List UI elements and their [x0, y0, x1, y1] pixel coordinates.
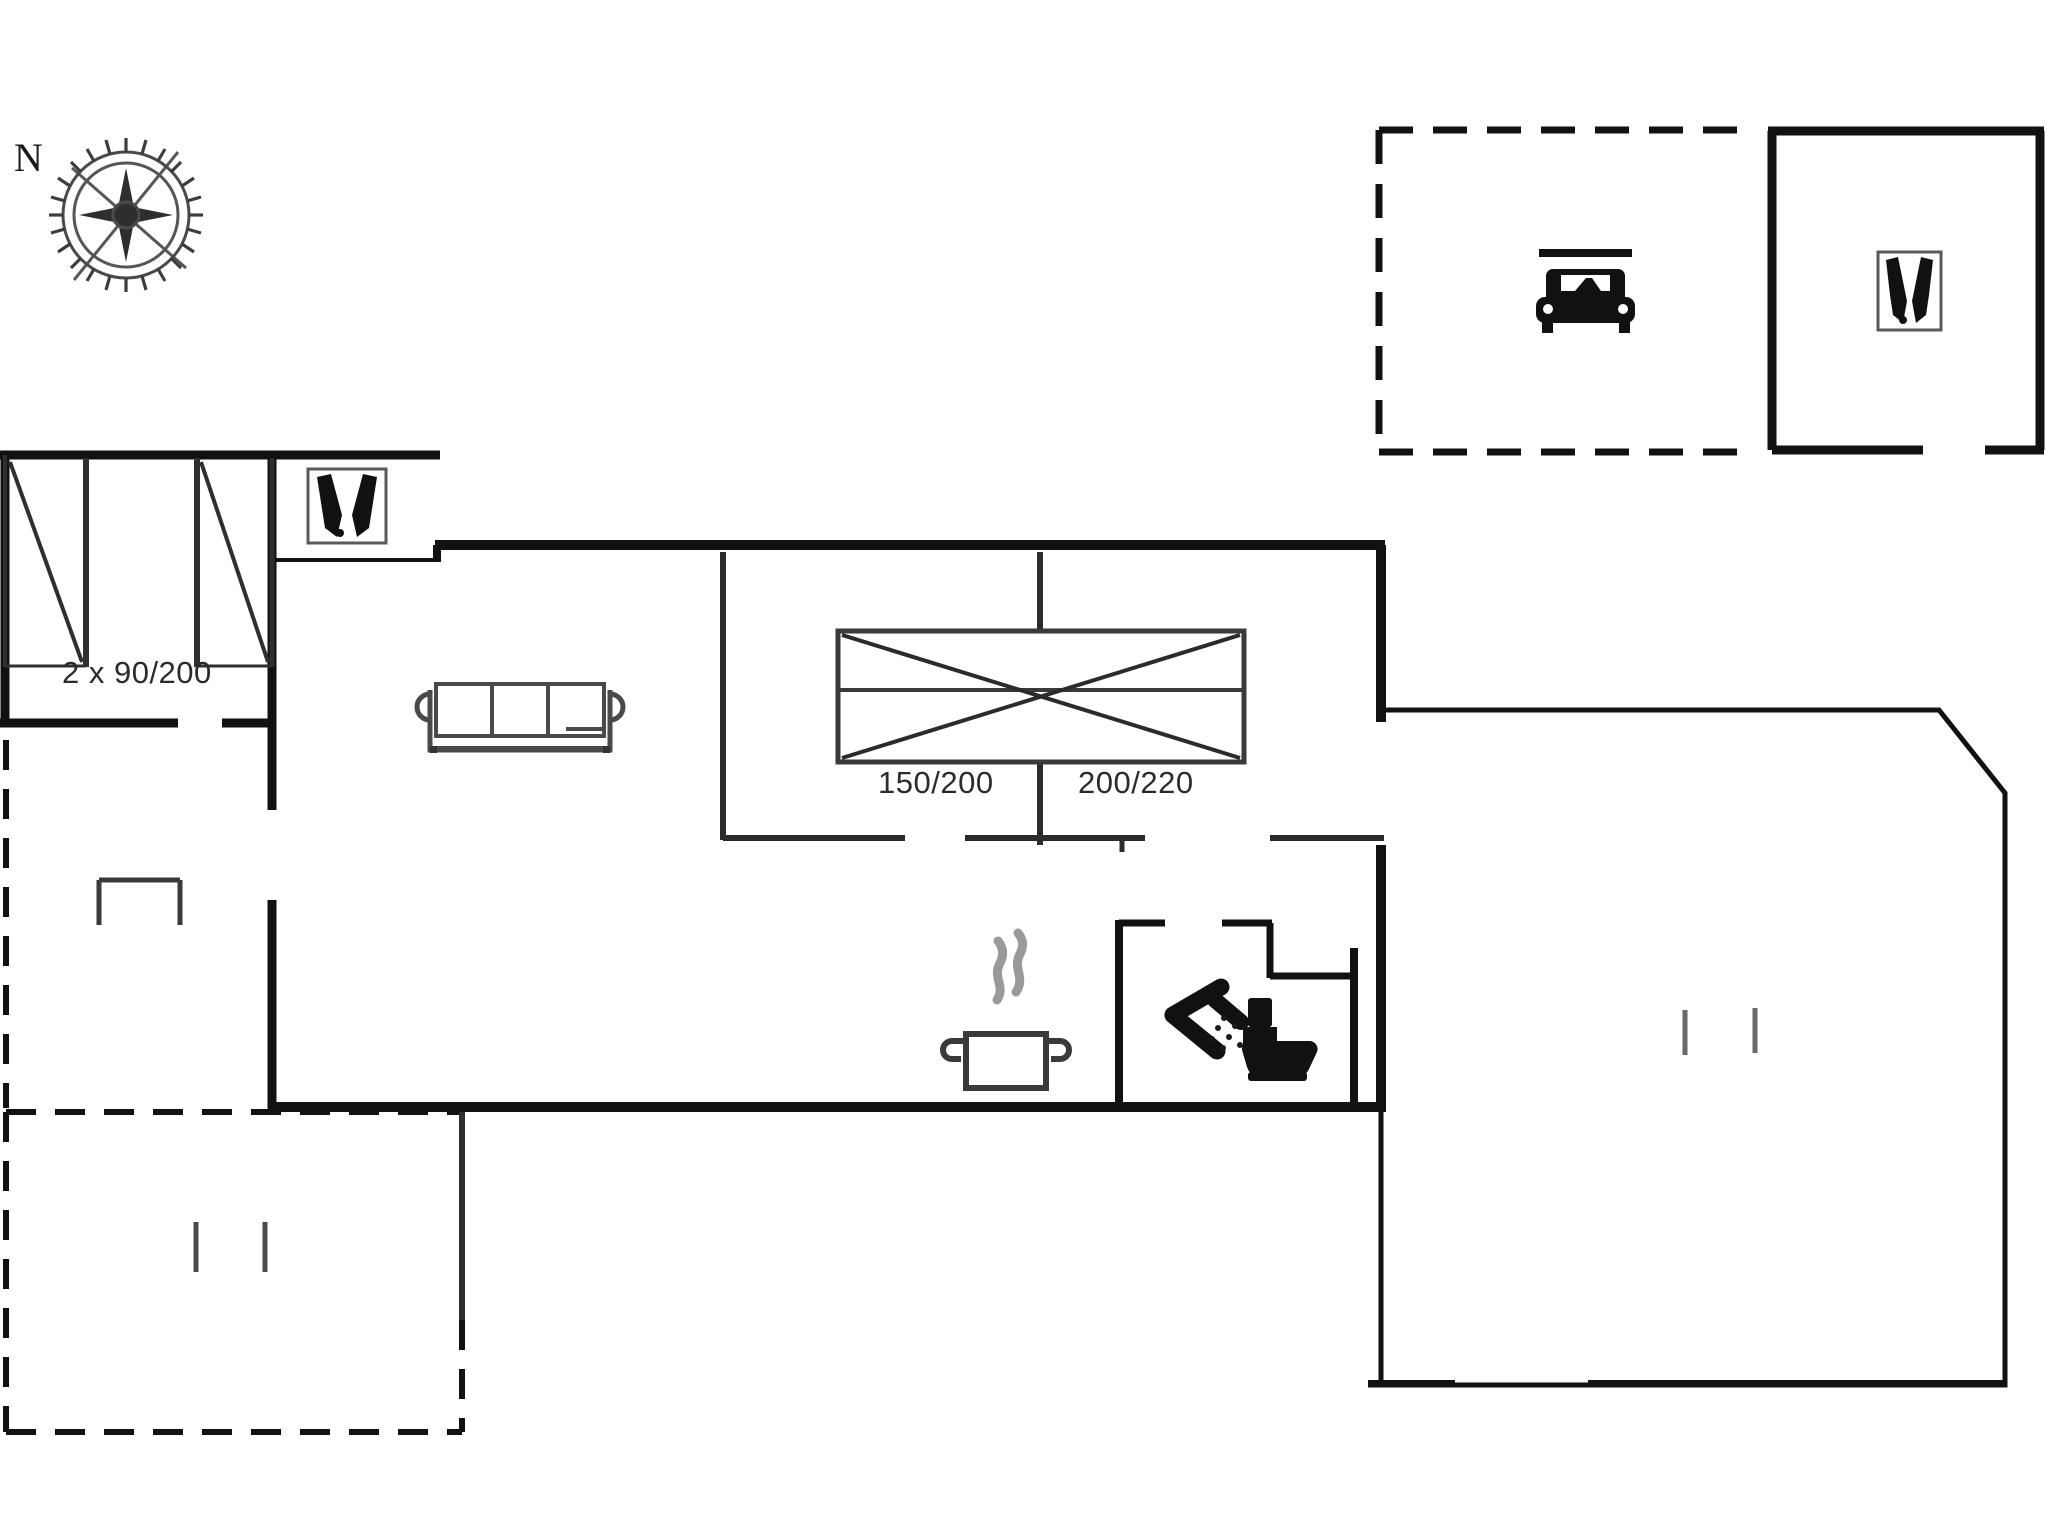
bedroom-left-interior [3, 455, 275, 668]
washbasin-icon-hall [306, 467, 388, 545]
terrace-bottom-left-step-marks [193, 1222, 268, 1272]
toilet-icon [1241, 998, 1318, 1081]
bed-right-dimension-label: 200/220 [1078, 765, 1194, 800]
sofa-icon [414, 682, 626, 753]
bed-icon-double [835, 628, 1247, 765]
bed-icon-single-1 [8, 461, 84, 663]
bunk-bed-dimension-label: 2 x 90/200 [62, 655, 212, 690]
compass-rose-icon [49, 138, 203, 292]
bedroom-center-walls [720, 552, 1384, 852]
washbasin-icon-shed [1876, 250, 1943, 332]
carport-outline [1375, 126, 1737, 456]
terrace-right-step-marks [1682, 1008, 1758, 1055]
fireplace-nook [96, 877, 183, 925]
bathroom-walls [1115, 919, 1358, 1112]
cooking-pot-icon [940, 928, 1072, 1091]
terrace-bottom-left-outline [3, 1109, 465, 1435]
shed-outline [1767, 126, 2045, 455]
car-icon [1536, 249, 1635, 333]
shower-icon [1164, 978, 1249, 1060]
main-house-walls [267, 540, 1386, 1112]
compass-north-label: N [14, 135, 43, 180]
bed-left-dimension-label: 150/200 [878, 765, 994, 800]
bed-icon-single-2 [199, 461, 270, 663]
